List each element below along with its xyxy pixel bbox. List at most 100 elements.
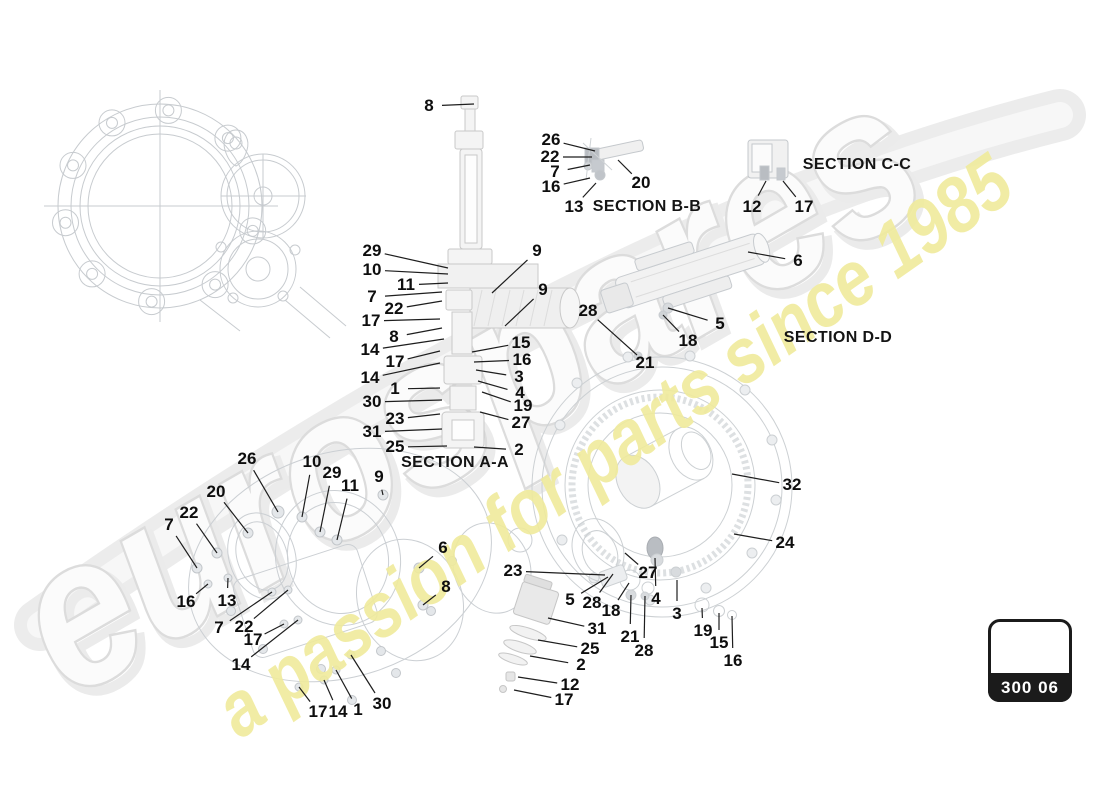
callout-5[interactable]: 5 <box>715 314 725 333</box>
callout-17[interactable]: 17 <box>554 690 574 709</box>
callout-17[interactable]: 17 <box>243 630 263 649</box>
leader-line <box>477 380 508 390</box>
leader-line <box>537 639 578 648</box>
leader-line <box>629 594 632 625</box>
callout-20[interactable]: 20 <box>206 482 226 501</box>
callout-16[interactable]: 16 <box>723 651 743 670</box>
callout-30[interactable]: 30 <box>372 694 392 713</box>
callout-30[interactable]: 30 <box>362 392 382 411</box>
callout-27[interactable]: 27 <box>638 563 658 582</box>
callout-1[interactable]: 1 <box>390 379 400 398</box>
callout-3[interactable]: 3 <box>672 604 682 623</box>
callout-7[interactable]: 7 <box>367 287 377 306</box>
callout-23[interactable]: 23 <box>385 409 405 428</box>
callout-15[interactable]: 15 <box>511 333 531 352</box>
section-label-d-d: SECTION D-D <box>783 329 893 346</box>
callout-14[interactable]: 14 <box>231 655 251 674</box>
callout-7[interactable]: 7 <box>214 618 224 637</box>
callout-22[interactable]: 22 <box>179 503 199 522</box>
leader-line <box>196 523 218 554</box>
leader-line <box>407 413 441 419</box>
leader-line <box>529 655 569 664</box>
callout-23[interactable]: 23 <box>503 561 523 580</box>
callout-14[interactable]: 14 <box>360 340 380 359</box>
callout-4[interactable]: 4 <box>515 383 525 402</box>
callout-25[interactable]: 25 <box>385 437 405 456</box>
callout-5[interactable]: 5 <box>565 590 575 609</box>
callout-6[interactable]: 6 <box>793 251 803 270</box>
callout-31[interactable]: 31 <box>362 422 382 441</box>
section-bb-drawing <box>582 137 644 181</box>
leader-line <box>731 615 734 649</box>
leader-line <box>617 159 633 175</box>
leader-line <box>617 582 630 601</box>
callout-17[interactable]: 17 <box>361 311 381 330</box>
callout-22[interactable]: 22 <box>234 617 254 636</box>
callout-13[interactable]: 13 <box>564 197 584 216</box>
callout-24[interactable]: 24 <box>775 533 795 552</box>
callout-28[interactable]: 28 <box>582 593 602 612</box>
callout-16[interactable]: 16 <box>512 350 532 369</box>
callout-8[interactable]: 8 <box>441 577 451 596</box>
callout-10[interactable]: 10 <box>362 260 382 279</box>
callout-29[interactable]: 29 <box>322 463 342 482</box>
callout-1[interactable]: 1 <box>353 700 363 719</box>
callout-14[interactable]: 14 <box>328 702 348 721</box>
callout-2[interactable]: 2 <box>576 655 586 674</box>
callout-11[interactable]: 11 <box>397 275 415 294</box>
callout-18[interactable]: 18 <box>601 601 621 620</box>
callout-10[interactable]: 10 <box>302 452 322 471</box>
callout-26[interactable]: 26 <box>237 449 257 468</box>
callout-9[interactable]: 9 <box>532 241 542 260</box>
leader-line <box>731 473 780 484</box>
callout-8[interactable]: 8 <box>424 96 434 115</box>
callout-22[interactable]: 22 <box>540 147 560 166</box>
callout-29[interactable]: 29 <box>362 241 382 260</box>
section-label-a-a: SECTION A-A <box>401 454 509 471</box>
callout-15[interactable]: 15 <box>709 633 729 652</box>
callout-7[interactable]: 7 <box>164 515 174 534</box>
leader-line <box>513 689 552 699</box>
leader-line <box>336 498 348 541</box>
callout-32[interactable]: 32 <box>782 475 802 494</box>
leader-line <box>667 307 708 321</box>
callout-12[interactable]: 12 <box>560 675 580 694</box>
callout-8[interactable]: 8 <box>389 327 399 346</box>
leader-line <box>253 589 289 620</box>
callout-13[interactable]: 13 <box>217 591 237 610</box>
callout-17[interactable]: 17 <box>794 197 814 216</box>
callout-16[interactable]: 16 <box>176 592 196 611</box>
callout-19[interactable]: 19 <box>513 396 533 415</box>
housing-front-view-drawing <box>44 90 347 339</box>
callout-19[interactable]: 19 <box>693 621 713 640</box>
callout-3[interactable]: 3 <box>514 367 524 386</box>
callout-17[interactable]: 17 <box>308 702 328 721</box>
callout-16[interactable]: 16 <box>541 177 561 196</box>
callout-9[interactable]: 9 <box>374 467 384 486</box>
callout-25[interactable]: 25 <box>580 639 600 658</box>
callout-26[interactable]: 26 <box>541 130 561 149</box>
callout-20[interactable]: 20 <box>631 173 651 192</box>
callout-18[interactable]: 18 <box>678 331 698 350</box>
callout-6[interactable]: 6 <box>438 538 448 557</box>
callout-12[interactable]: 12 <box>742 197 762 216</box>
callout-9[interactable]: 9 <box>538 280 548 299</box>
callout-28[interactable]: 28 <box>578 301 598 320</box>
callout-17[interactable]: 17 <box>385 352 405 371</box>
callout-27[interactable]: 27 <box>511 413 531 432</box>
callout-22[interactable]: 22 <box>384 299 404 318</box>
callout-2[interactable]: 2 <box>514 440 524 459</box>
callout-21[interactable]: 21 <box>635 353 655 372</box>
callout-31[interactable]: 31 <box>587 619 607 638</box>
callout-28[interactable]: 28 <box>634 641 654 660</box>
callout-11[interactable]: 11 <box>341 476 359 495</box>
callout-4[interactable]: 4 <box>651 589 661 608</box>
leader-line <box>473 446 507 450</box>
callout-7[interactable]: 7 <box>550 162 560 181</box>
part-code-box: 300 06 <box>988 619 1072 702</box>
leader-line <box>733 533 773 542</box>
callout-14[interactable]: 14 <box>360 368 380 387</box>
callout-21[interactable]: 21 <box>620 627 640 646</box>
